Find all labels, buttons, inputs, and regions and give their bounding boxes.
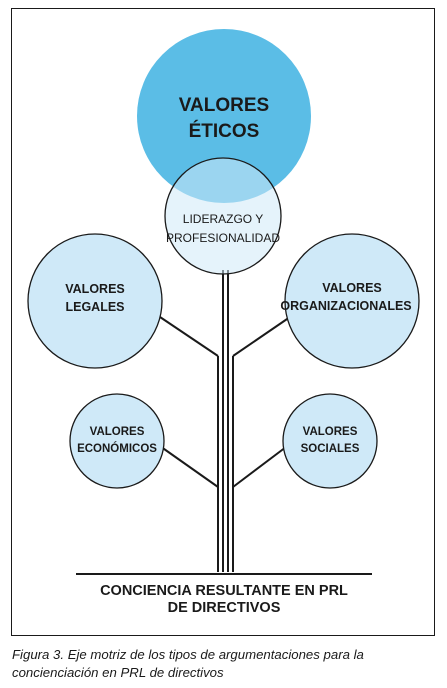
figure-frame	[11, 8, 435, 636]
branch-legales	[159, 316, 219, 357]
diagram: VALORES ÉTICOS LIDERAZGO Y PROFESIONALID…	[27, 29, 420, 616]
node-liderazgo: LIDERAZGO Y PROFESIONALIDAD	[164, 157, 282, 275]
legales-line2: LEGALES	[65, 300, 124, 314]
sociales-line1: VALORES	[303, 426, 358, 438]
base-line1: CONCIENCIA RESULTANTE EN PRL	[100, 583, 348, 599]
node-valores-sociales: VALORES SOCIALES	[282, 393, 378, 489]
economicos-line1: VALORES	[90, 426, 145, 438]
circle-legales	[27, 233, 163, 369]
economicos-line2: ECONÓMICOS	[77, 442, 157, 455]
organizacionales-line1: VALORES	[322, 281, 382, 295]
node-valores-organizacionales: VALORES ORGANIZACIONALES	[280, 233, 420, 369]
legales-line1: VALORES	[65, 282, 125, 296]
trunk-lines	[76, 270, 372, 575]
branch-organizacionales	[232, 316, 291, 357]
organizacionales-line2: ORGANIZACIONALES	[280, 299, 411, 313]
base-line2: DE DIRECTIVOS	[168, 600, 281, 616]
circle-economicos	[69, 393, 165, 489]
node-valores-legales: VALORES LEGALES	[27, 233, 163, 369]
liderazgo-line1: LIDERAZGO Y	[183, 212, 263, 226]
circle-liderazgo	[164, 157, 282, 275]
eticos-line1: VALORES	[179, 95, 269, 116]
circle-sociales	[282, 393, 378, 489]
base-text: CONCIENCIA RESULTANTE EN PRL DE DIRECTIV…	[100, 583, 348, 616]
node-valores-eticos: VALORES ÉTICOS	[137, 29, 311, 203]
liderazgo-line2: PROFESIONALIDAD	[166, 231, 280, 245]
branch-economicos	[156, 443, 219, 488]
branch-sociales	[232, 443, 291, 488]
node-valores-economicos: VALORES ECONÓMICOS	[69, 393, 165, 489]
eticos-line2: ÉTICOS	[189, 120, 260, 142]
circle-eticos	[137, 29, 311, 203]
circle-organizacionales	[284, 233, 420, 369]
figure-caption: Figura 3. Eje motriz de los tipos de arg…	[12, 647, 364, 680]
sociales-line2: SOCIALES	[301, 443, 360, 455]
